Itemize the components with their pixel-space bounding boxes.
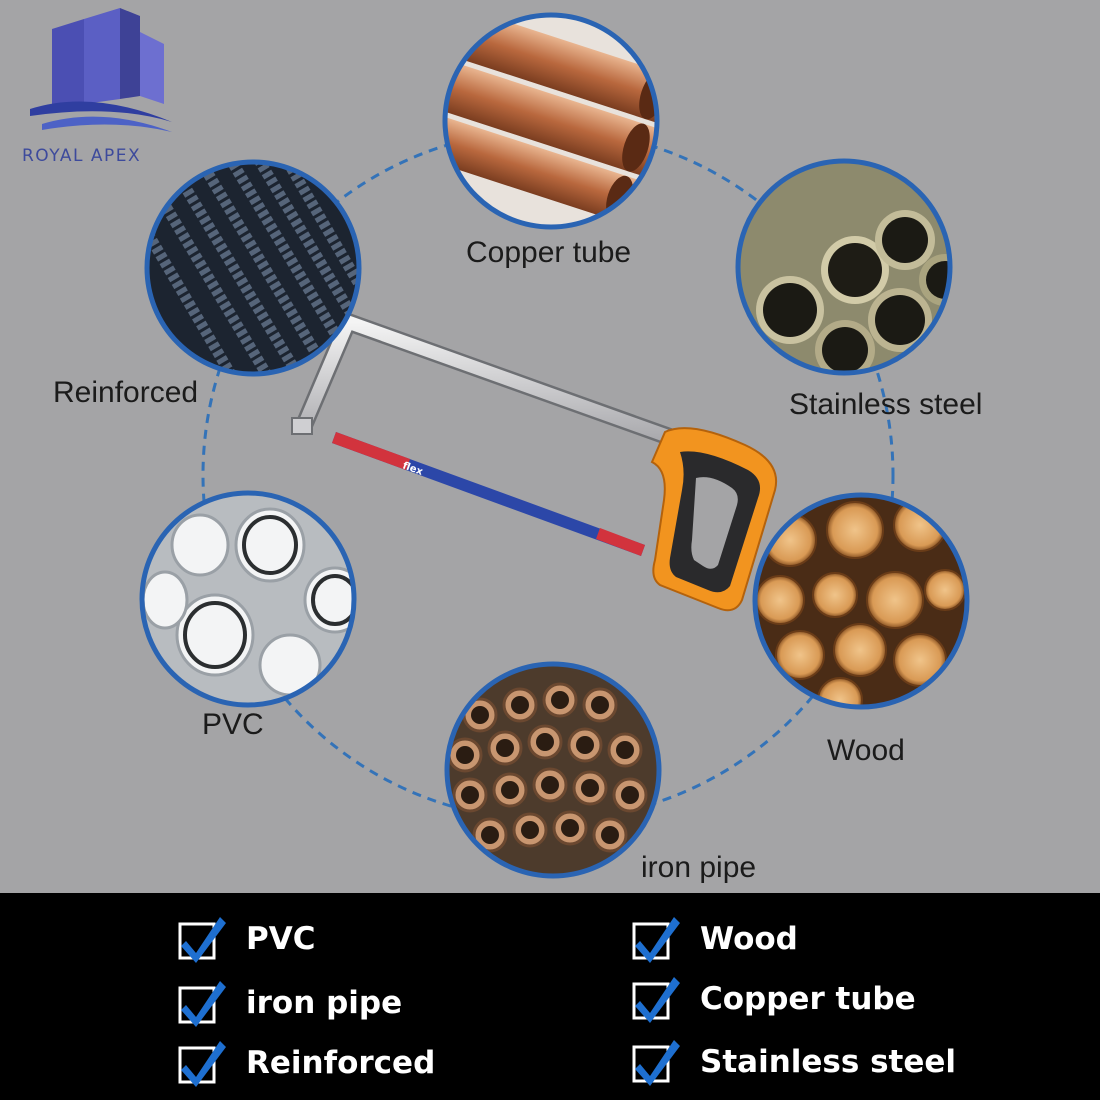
checklist-item: Copper tube [630, 973, 916, 1025]
blade-brand-text: flex [401, 460, 425, 478]
saw-blade: flex [332, 432, 645, 556]
checklist-item: iron pipe [176, 977, 402, 1029]
wood-label: Wood [827, 734, 905, 767]
checklist-item: Wood [630, 913, 798, 965]
iron-pipe-photo [444, 661, 662, 879]
checklist-item: Stainless steel [630, 1036, 956, 1088]
materials-scene: flex [139, 12, 970, 879]
checkbox-checked-icon [178, 1041, 226, 1087]
compatible-materials-checklist: PVC iron pipe Reinforced Wood [0, 893, 1100, 1100]
copper-tube-photo [442, 12, 660, 230]
checkbox-checked-icon [632, 977, 680, 1023]
reinforced-bar-photo [144, 159, 362, 377]
checkbox-checked-icon [632, 917, 680, 963]
hacksaw-image: flex [291, 313, 778, 612]
checklist-item: Reinforced [176, 1037, 435, 1089]
checklist-item: PVC [176, 913, 315, 965]
iron-pipe-label: iron pipe [641, 851, 757, 884]
copper-tube-label: Copper tube [466, 236, 632, 269]
checkbox-checked-icon [178, 981, 226, 1027]
stainless-steel-label: Stainless steel [789, 388, 983, 421]
reinforced-label: Reinforced [53, 376, 199, 409]
dashed-ring [201, 128, 895, 822]
checkbox-checked-icon [632, 1040, 680, 1086]
checkbox-checked-icon [178, 917, 226, 963]
pvc-label: PVC [202, 708, 264, 741]
wood-logs-photo [752, 492, 970, 710]
brand-name: ROYAL APEX [22, 146, 142, 166]
stainless-steel-photo [735, 158, 953, 376]
building-wave-logo [30, 8, 172, 132]
saw-handle [650, 427, 778, 612]
pvc-pipe-photo [139, 490, 357, 708]
